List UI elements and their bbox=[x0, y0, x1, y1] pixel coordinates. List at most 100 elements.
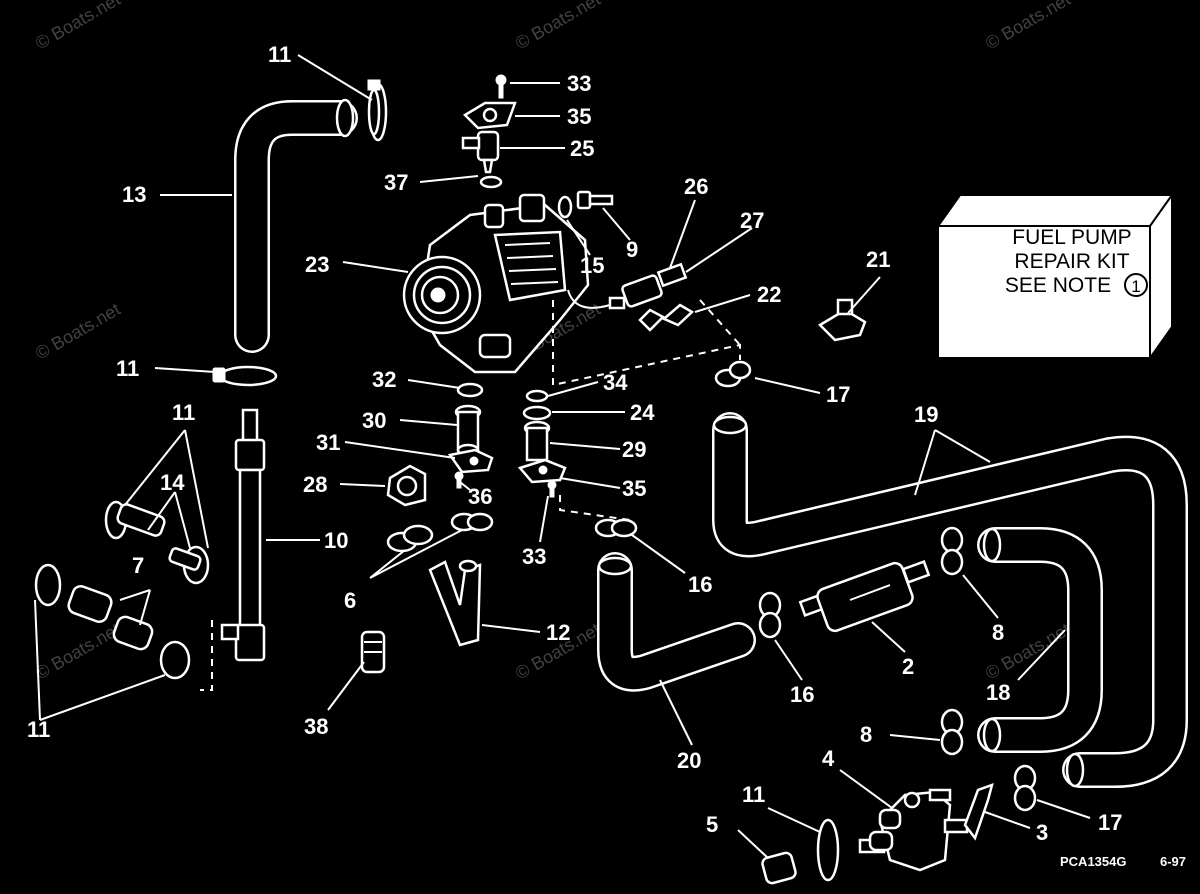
callout-37: 37 bbox=[384, 170, 408, 195]
callout-4: 4 bbox=[822, 746, 835, 771]
callout-12: 12 bbox=[546, 620, 570, 645]
callout-23: 23 bbox=[305, 252, 329, 277]
callout-35: 35 bbox=[622, 476, 646, 501]
callout-3: 3 bbox=[1036, 820, 1048, 845]
hose-13 bbox=[234, 98, 358, 353]
cap-5 bbox=[761, 851, 797, 885]
hose-18 bbox=[977, 527, 1103, 753]
callout-18: 18 bbox=[986, 680, 1010, 705]
connector-7 bbox=[67, 585, 154, 651]
fuel-pump-23 bbox=[402, 193, 590, 374]
screw-9 bbox=[576, 190, 614, 210]
callout-11: 11 bbox=[116, 356, 139, 381]
callout-11: 11 bbox=[268, 42, 291, 67]
sensor-27 bbox=[567, 262, 688, 310]
callout-17: 17 bbox=[1098, 810, 1122, 835]
clamp-6-b bbox=[450, 512, 494, 532]
callout-5: 5 bbox=[706, 812, 718, 837]
hose-12 bbox=[428, 559, 482, 647]
plug-38 bbox=[360, 630, 386, 674]
fitting-25 bbox=[461, 130, 500, 174]
clamp-11-left-c bbox=[34, 563, 62, 607]
o-ring-24 bbox=[522, 405, 552, 421]
callout-34: 34 bbox=[603, 370, 628, 395]
clamp-8-lower bbox=[940, 708, 964, 756]
o-ring-32 bbox=[456, 382, 484, 398]
clip-22 bbox=[638, 303, 695, 332]
callout-11: 11 bbox=[172, 400, 195, 425]
clamp-16-upper bbox=[594, 518, 638, 538]
callout-11: 11 bbox=[27, 717, 50, 742]
callout-29: 29 bbox=[622, 437, 646, 462]
callout-17: 17 bbox=[826, 382, 850, 407]
callout-27: 27 bbox=[740, 208, 764, 233]
clamp-11-middle bbox=[212, 365, 278, 387]
clamp-17-upper bbox=[714, 360, 752, 388]
callout-35: 35 bbox=[567, 104, 591, 129]
screw-36 bbox=[454, 471, 464, 489]
note-line-3: SEE NOTE bbox=[1005, 274, 1111, 297]
gasket-3 bbox=[963, 783, 994, 841]
washer-15 bbox=[557, 195, 573, 219]
note-line-1: FUEL PUMP bbox=[1012, 226, 1131, 249]
fuel-filter-2 bbox=[798, 560, 931, 633]
callout-7: 7 bbox=[132, 553, 144, 578]
clamp-11-bottom bbox=[816, 818, 840, 882]
callout-8: 8 bbox=[992, 620, 1004, 645]
note-line-2: REPAIR KIT bbox=[1014, 250, 1129, 273]
clamp-11-left-a bbox=[104, 500, 166, 540]
callout-19: 19 bbox=[914, 402, 938, 427]
parts-layer bbox=[34, 74, 1188, 885]
gasket-31 bbox=[447, 448, 494, 474]
clamp-17-lower bbox=[1013, 764, 1037, 812]
callout-33: 33 bbox=[522, 544, 546, 569]
fitting-21 bbox=[817, 298, 867, 342]
hose-20 bbox=[597, 552, 756, 692]
o-ring-34 bbox=[525, 389, 549, 403]
clamp-11-top bbox=[367, 79, 388, 142]
callout-31: 31 bbox=[316, 430, 340, 455]
callout-32: 32 bbox=[372, 367, 396, 392]
o-ring-37 bbox=[479, 175, 503, 189]
gasket-35-top bbox=[462, 101, 517, 130]
hose-19 bbox=[712, 412, 1188, 788]
clamp-8-upper bbox=[940, 526, 964, 576]
callout-24: 24 bbox=[630, 400, 655, 425]
callout-28: 28 bbox=[303, 472, 327, 497]
clamp-6-a bbox=[386, 524, 434, 553]
callout-10: 10 bbox=[324, 528, 348, 553]
callout-16: 16 bbox=[790, 682, 814, 707]
drawing-code: PCA1354G bbox=[1060, 854, 1126, 869]
check-valve-28 bbox=[386, 464, 427, 507]
callout-14: 14 bbox=[160, 470, 185, 495]
callout-22: 22 bbox=[757, 282, 781, 307]
callout-15: 15 bbox=[580, 253, 604, 278]
callout-11: 11 bbox=[742, 782, 765, 807]
clamp-16-lower bbox=[758, 591, 782, 639]
callout-9: 9 bbox=[626, 237, 638, 262]
callout-33: 33 bbox=[567, 71, 591, 96]
adapter-29 bbox=[523, 420, 551, 462]
note-number-circle bbox=[1124, 273, 1148, 297]
callout-26: 26 bbox=[684, 174, 708, 199]
callout-6: 6 bbox=[344, 588, 356, 613]
callout-38: 38 bbox=[304, 714, 328, 739]
callout-30: 30 bbox=[362, 408, 386, 433]
adapter-30 bbox=[454, 404, 482, 457]
callout-labels: 11 33 35 25 37 13 26 27 9 15 23 21 22 11… bbox=[27, 42, 1122, 845]
screw-33-top bbox=[495, 74, 507, 99]
assembly-lines bbox=[200, 299, 741, 691]
clamp-11-left-b bbox=[168, 545, 210, 585]
callout-36: 36 bbox=[468, 484, 492, 509]
leader-lines bbox=[34, 54, 1091, 859]
callout-2: 2 bbox=[902, 654, 914, 679]
note-number: 1 bbox=[1131, 277, 1140, 296]
callout-13: 13 bbox=[122, 182, 146, 207]
callout-20: 20 bbox=[677, 748, 701, 773]
callout-21: 21 bbox=[866, 247, 890, 272]
screw-33-lower bbox=[547, 480, 557, 498]
callout-25: 25 bbox=[570, 136, 594, 161]
tube-10 bbox=[220, 408, 266, 662]
date-code: 6-97 bbox=[1160, 854, 1186, 869]
